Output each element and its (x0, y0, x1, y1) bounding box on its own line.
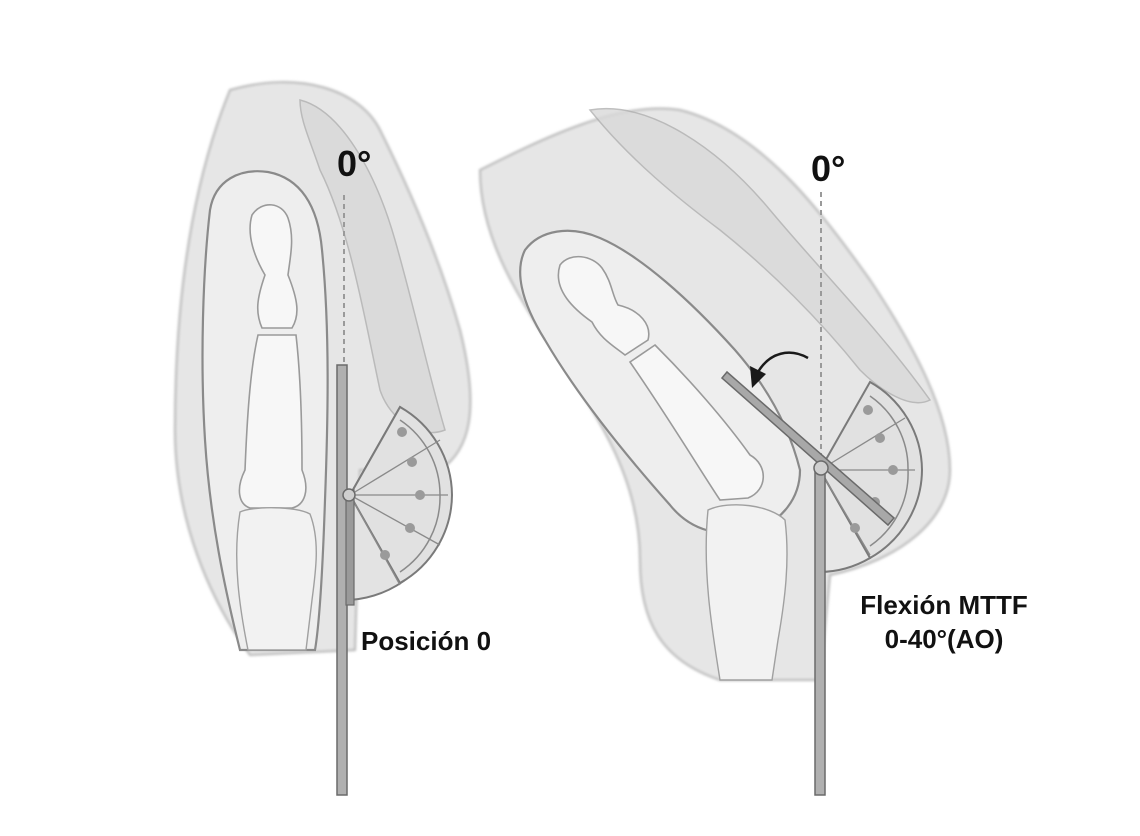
left-angle-label: 0° (337, 143, 372, 184)
right-goniometer-fixed-arm (814, 464, 826, 796)
flexion-arrow (750, 351, 809, 388)
right-goniometer (720, 370, 924, 796)
right-caption-line2: 0-40°(AO) (884, 624, 1004, 654)
right-caption: Flexión MTTF 0-40°(AO) (836, 588, 1052, 656)
left-goniometer (336, 364, 454, 796)
right-lateral-toes (588, 108, 932, 404)
left-proximal-phalanx (238, 334, 307, 509)
left-goniometer-pivot (342, 488, 356, 502)
right-metatarsal (705, 504, 788, 681)
right-proximal-phalanx (628, 343, 764, 501)
right-caption-line1: Flexión MTTF (860, 590, 1028, 620)
left-caption: Posición 0 (361, 626, 492, 656)
right-goniometer-pivot (813, 460, 829, 476)
right-angle-label: 0° (811, 148, 846, 189)
left-foot-illustration (173, 81, 472, 657)
right-distal-phalanx (557, 255, 650, 356)
right-goniometer-moving-arm (720, 370, 896, 527)
left-distal-phalanx (249, 204, 298, 329)
left-metatarsal (236, 507, 317, 651)
